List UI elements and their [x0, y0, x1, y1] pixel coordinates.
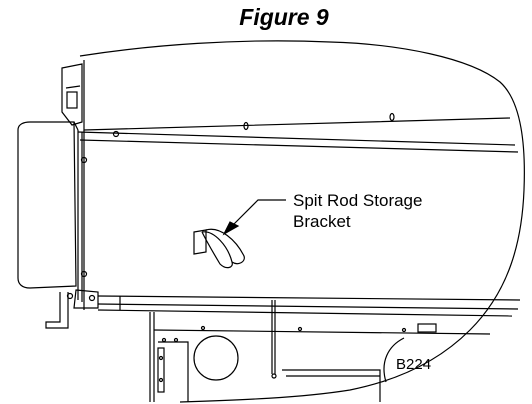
port-left — [194, 336, 238, 380]
end-cap-top — [62, 64, 82, 125]
callout-label-line2: Bracket — [293, 211, 422, 232]
callout-label-line1: Spit Rod Storage — [293, 190, 422, 211]
callout-label: Spit Rod Storage Bracket — [293, 190, 422, 232]
part-code: B224 — [396, 356, 431, 373]
top-slot — [390, 114, 394, 121]
spit-rod-bracket — [194, 229, 244, 267]
side-handle-block — [18, 122, 76, 288]
callout-leader — [232, 200, 286, 226]
callout-arrowhead — [224, 222, 238, 234]
foot-lever — [46, 292, 68, 328]
top-panel — [84, 60, 510, 130]
top-hole — [114, 132, 119, 137]
